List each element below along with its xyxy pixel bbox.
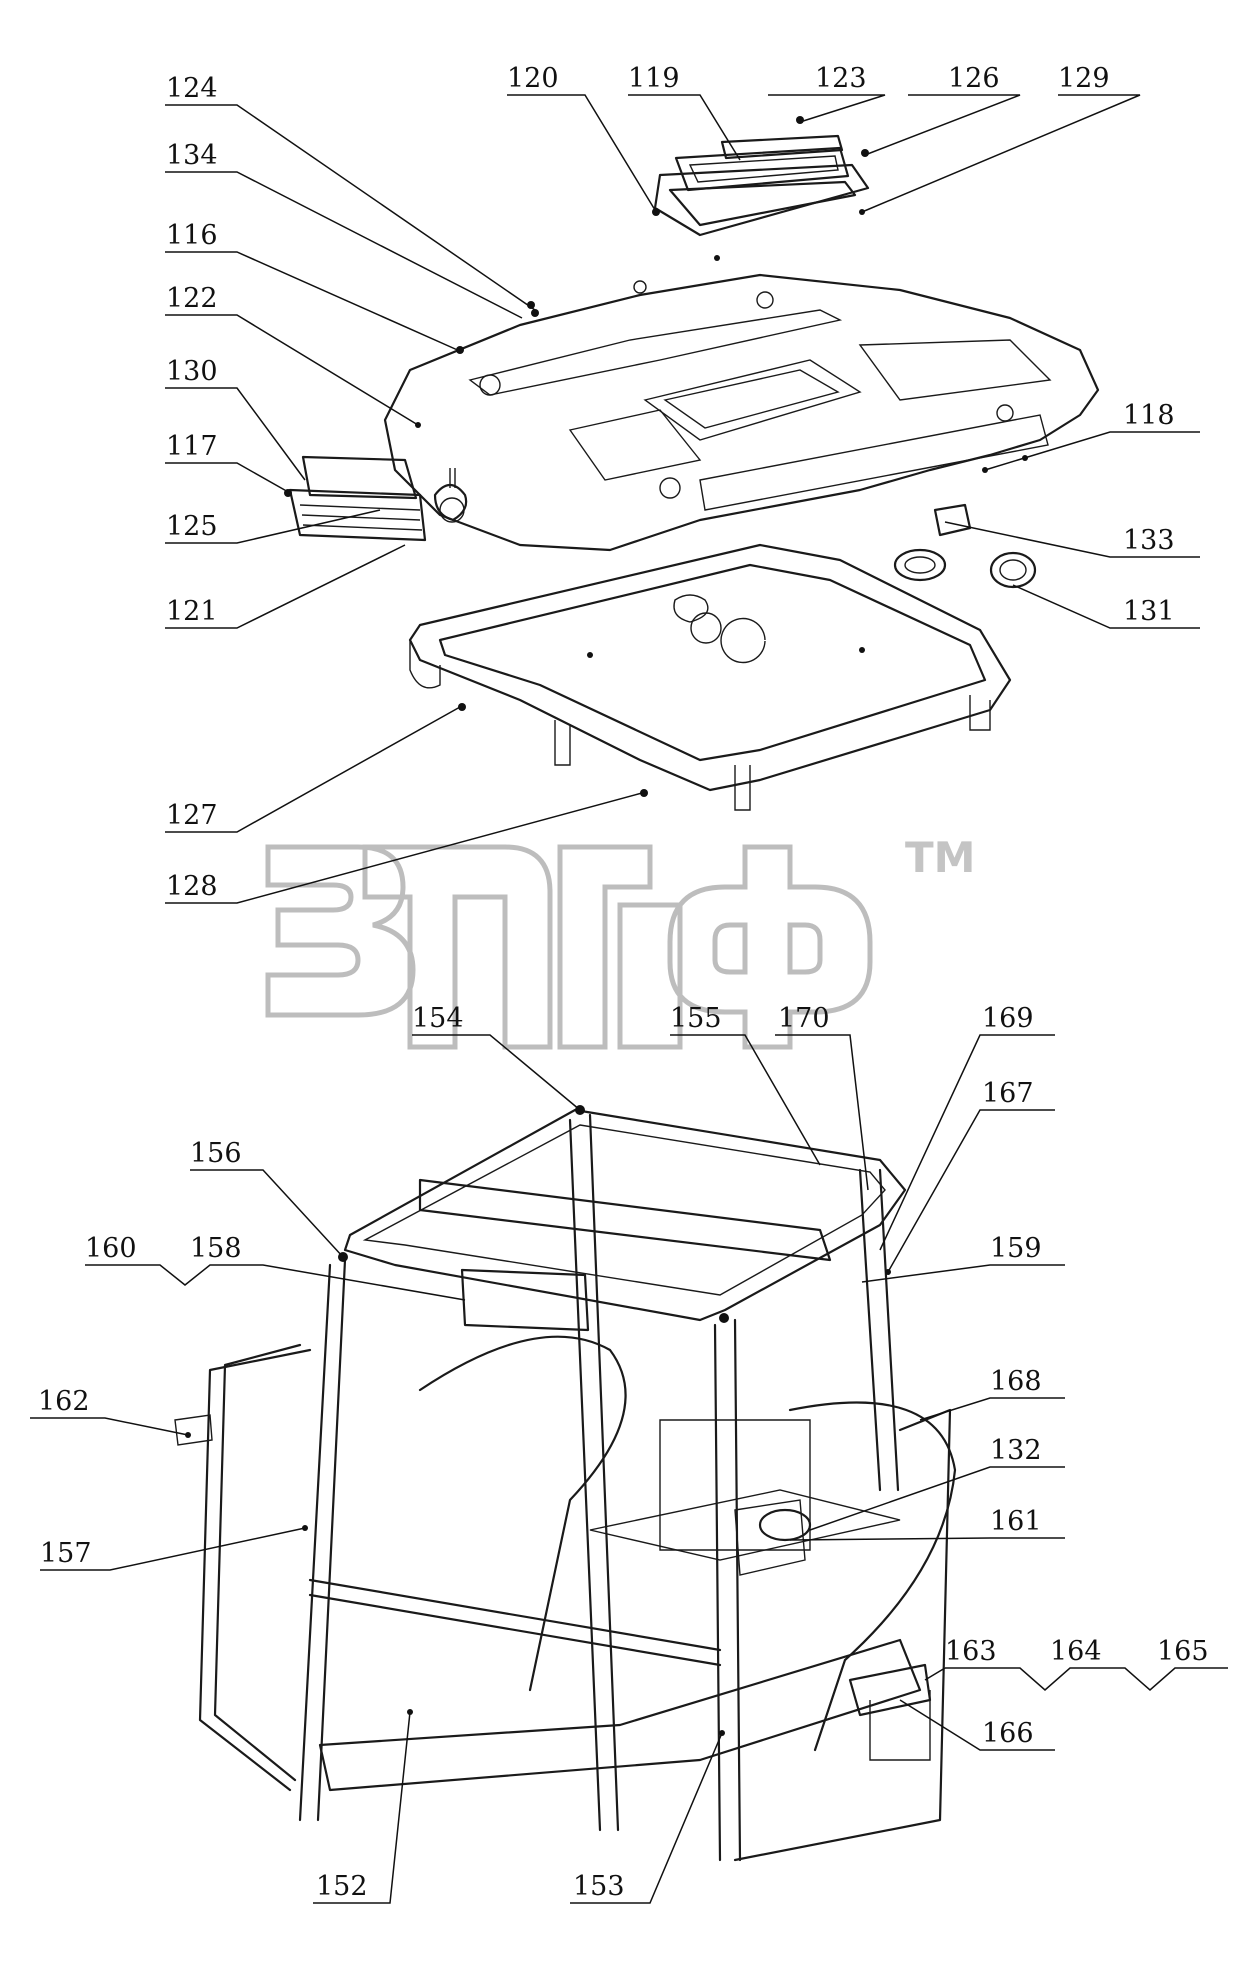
callout-116: 116 [166,220,218,251]
callout-133: 133 [1123,525,1175,556]
callout-121: 121 [166,596,218,627]
callout-162: 162 [38,1386,90,1417]
work-lamp-assembly [284,455,468,542]
callout-labels: 124 134 116 122 130 117 125 121 127 128 … [38,63,1209,1902]
callout-120: 120 [507,63,559,94]
cab-frame [174,1105,957,1862]
callout-128: 128 [166,871,218,902]
callout-161: 161 [990,1506,1042,1537]
callout-160: 160 [85,1233,137,1264]
speaker-assembly [893,503,1037,589]
callout-119: 119 [628,63,680,94]
callout-167: 167 [982,1078,1034,1109]
callout-123: 123 [815,63,867,94]
callout-163: 163 [945,1636,997,1667]
callout-169: 169 [982,1003,1034,1034]
roof-hatch-assembly [652,116,870,261]
callout-130: 130 [166,356,218,387]
callout-159: 159 [990,1233,1042,1264]
callout-155: 155 [670,1003,722,1034]
callout-132: 132 [990,1435,1042,1466]
callout-125: 125 [166,511,218,542]
callout-152: 152 [316,1871,368,1902]
callout-157: 157 [40,1538,92,1569]
callout-127: 127 [166,800,218,831]
watermark-logo: TM [265,833,975,1050]
roof-shell [383,273,1100,552]
callout-122: 122 [166,283,218,314]
callout-166: 166 [982,1718,1034,1749]
callout-118: 118 [1123,400,1175,431]
callout-154: 154 [412,1003,464,1034]
callout-165: 165 [1157,1636,1209,1667]
watermark-trademark: TM [905,833,975,882]
callout-129: 129 [1058,63,1110,94]
roof-frame [408,543,1012,811]
callout-134: 134 [166,140,218,171]
callout-131: 131 [1123,596,1175,627]
callout-170: 170 [778,1003,830,1034]
leader-lines [30,94,1228,1904]
callout-168: 168 [990,1366,1042,1397]
callout-158: 158 [190,1233,242,1264]
callout-126: 126 [948,63,1000,94]
callout-164: 164 [1050,1636,1102,1667]
callout-153: 153 [573,1871,625,1902]
callout-117: 117 [166,431,218,462]
callout-124: 124 [166,73,218,104]
callout-156: 156 [190,1138,242,1169]
